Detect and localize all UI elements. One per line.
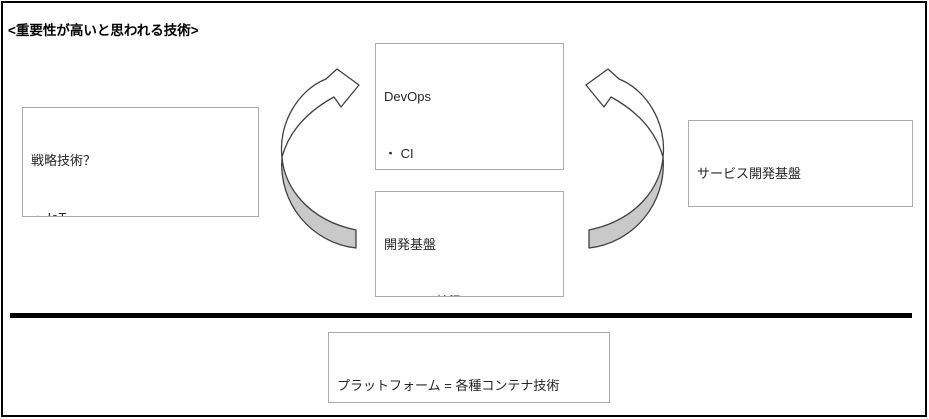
page-title: <重要性が高いと思われる技術> bbox=[8, 23, 199, 38]
devops-box: DevOps ・ CI ・ Open PaaS ・ OpenShift ・ Cl… bbox=[375, 43, 564, 170]
curved-arrow-up-right-icon bbox=[270, 62, 362, 250]
devops-box-title: DevOps bbox=[384, 89, 431, 104]
service-platform-box-title: サービス開発基盤 bbox=[697, 166, 802, 181]
service-platform-box: サービス開発基盤 ・ OpenID (OAuth2, OIDC, FAPI) ・… bbox=[688, 120, 913, 207]
devops-item: ・ CI bbox=[384, 146, 414, 161]
curved-arrow-up-left-icon bbox=[583, 62, 675, 250]
section-divider bbox=[10, 313, 912, 318]
dev-platform-box-title: 開発基盤 bbox=[384, 237, 437, 252]
container-platform-box: プラットフォーム = 各種コンテナ技術 ・ Dockerコンテナ ・ Windo… bbox=[328, 332, 610, 403]
arrow-head bbox=[280, 68, 360, 158]
strategy-box-title: 戦略技術？ bbox=[31, 153, 97, 168]
arrow-tail bbox=[588, 156, 664, 249]
dev-platform-item: ・ Open 棟梁 bbox=[384, 292, 557, 296]
arrow-head bbox=[585, 68, 665, 158]
container-platform-box-title: プラットフォーム = 各種コンテナ技術 bbox=[337, 378, 560, 393]
strategy-item: ・ IoT bbox=[31, 208, 252, 216]
strategy-box: 戦略技術？ ・ IoT ・ビッグデータ Asakusa, NiFi, etc. … bbox=[22, 107, 259, 217]
dev-platform-box: 開発基盤 ・ Open 棟梁 ・ opensource COBOL ・ , et… bbox=[375, 191, 564, 297]
arrow-tail bbox=[281, 156, 357, 249]
